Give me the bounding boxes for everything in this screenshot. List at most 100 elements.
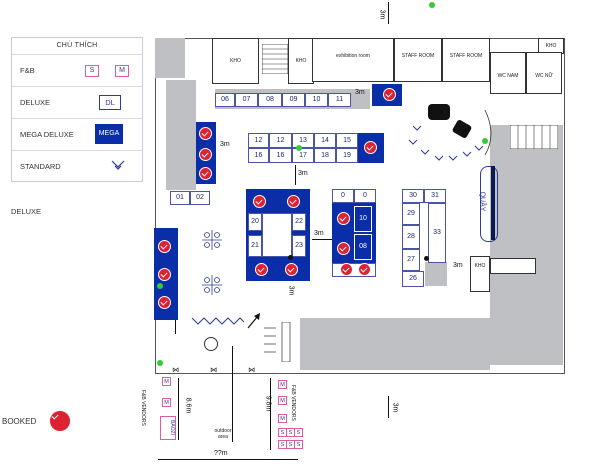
- booked-legend-icon: [48, 409, 72, 433]
- booked-icon: [358, 263, 371, 276]
- fb-stall-m[interactable]: M: [278, 414, 287, 423]
- booked-icon: [340, 263, 353, 276]
- booth-33[interactable]: 33: [428, 203, 446, 263]
- booth-08[interactable]: 08: [258, 93, 282, 107]
- stairs-right-icon: [510, 125, 558, 149]
- legend-row-standard: STANDARD: [12, 150, 142, 182]
- booth-13[interactable]: 13: [292, 133, 314, 148]
- exit-marker-icon: [429, 2, 435, 8]
- fb-stall-s[interactable]: S: [294, 440, 303, 449]
- booth-15[interactable]: 15: [336, 133, 358, 148]
- dim-line-v1: [178, 378, 179, 440]
- booth-12a[interactable]: 12: [248, 133, 269, 148]
- booth-02[interactable]: 02: [190, 191, 210, 205]
- booth-20[interactable]: 20: [248, 213, 262, 231]
- deluxe-side-label: DELUXE: [11, 207, 42, 216]
- dim-line-width: [158, 459, 298, 460]
- dim-lower: 3m: [287, 285, 295, 296]
- wall-left: [166, 80, 196, 190]
- door-marker-icon: ⋈: [210, 367, 217, 374]
- room-staff-2: STAFF ROOM: [442, 38, 490, 82]
- lounge-chevrons-icon: [408, 110, 492, 161]
- legend-deluxe-box: DL: [99, 95, 121, 110]
- fb-stall-m[interactable]: M: [162, 398, 171, 407]
- booked-icon: [253, 195, 266, 208]
- legend-standard-label: STANDARD: [20, 162, 61, 171]
- room-staff-1: STAFF ROOM: [394, 38, 442, 82]
- wall-bottom: [300, 318, 490, 370]
- stairs-icon: [262, 44, 288, 74]
- booth-27[interactable]: 27: [402, 249, 420, 271]
- standard-chevron-icon: [111, 160, 125, 170]
- dim-row: 3m: [355, 89, 365, 96]
- booth-16b[interactable]: 16: [269, 148, 292, 163]
- booth-b-10[interactable]: 10: [354, 206, 372, 232]
- booth-18[interactable]: 18: [314, 148, 336, 163]
- booth-01[interactable]: 01: [170, 191, 190, 205]
- booked-icon: [337, 242, 350, 255]
- booth-b-08[interactable]: 08: [354, 234, 372, 260]
- door-marker-icon: ⋈: [248, 367, 255, 374]
- booth-28[interactable]: 28: [402, 225, 420, 249]
- fb-stall-s[interactable]: S: [294, 428, 303, 437]
- legend-fb-s: S: [85, 65, 99, 77]
- booth-07[interactable]: 07: [235, 93, 258, 107]
- quay-counter: [480, 166, 498, 242]
- booth-19[interactable]: 19: [336, 148, 358, 163]
- fb-vendors-left-label: F&B VENDORS: [140, 390, 146, 426]
- dim-bottom-right: 3m: [391, 402, 399, 413]
- fb-vendors-right-label: F&B VENDORS: [290, 385, 296, 421]
- booth-14[interactable]: 14: [314, 133, 336, 148]
- booth-31[interactable]: 31: [424, 189, 446, 203]
- fb-stall-m[interactable]: M: [162, 377, 171, 386]
- standard-row-icon: [191, 317, 245, 325]
- booth-26[interactable]: 26: [402, 271, 424, 287]
- booth-06[interactable]: 06: [215, 93, 235, 107]
- booked-icon: [199, 167, 212, 180]
- legend-mega-box: MEGA: [95, 124, 123, 144]
- room-kho-2: KHO: [288, 38, 314, 84]
- room-kho-1: KHO: [212, 38, 259, 84]
- exit-marker-icon: [157, 283, 163, 289]
- fb-stall-m[interactable]: M: [278, 380, 287, 389]
- booked-icon: [158, 240, 171, 253]
- wall-right: [490, 125, 563, 365]
- booked-icon: [364, 141, 377, 154]
- booth-17[interactable]: 17: [292, 148, 314, 163]
- seating-icon: [264, 322, 291, 362]
- booth-b-0a[interactable]: 0: [332, 189, 354, 203]
- pillar-icon: [288, 255, 293, 260]
- booth-11[interactable]: 11: [328, 93, 351, 107]
- stairs-small: [490, 258, 536, 274]
- booth-29[interactable]: 29: [402, 203, 420, 225]
- booth-mega-1-center: [262, 213, 292, 257]
- dim-mid2: 3m: [314, 230, 324, 237]
- booked-icon: [285, 263, 298, 276]
- dim-line-mid: [295, 165, 296, 185]
- booth-22[interactable]: 22: [292, 213, 306, 231]
- booth-12b[interactable]: 12: [269, 133, 292, 148]
- legend-mega-label: MEGA DELUXE: [20, 130, 74, 139]
- booked-icon: [255, 263, 268, 276]
- booth-16a[interactable]: 16: [248, 148, 269, 163]
- legend-row-mega: MEGA DELUXE MEGA: [12, 118, 142, 150]
- booth-10[interactable]: 10: [305, 93, 328, 107]
- exit-marker-icon: [482, 138, 488, 144]
- booked-icon: [383, 88, 396, 101]
- fb-stall-m[interactable]: M: [278, 396, 287, 405]
- legend: CHÚ THÍCH F&B S M DELUXE DL MEGA DELUXE …: [11, 37, 143, 182]
- room-kho-4: KHO: [470, 256, 490, 292]
- booth-09[interactable]: 09: [282, 93, 305, 107]
- dim-width: ??m: [214, 450, 228, 457]
- legend-row-fb: F&B S M: [12, 54, 142, 86]
- fb-stall-baozi[interactable]: BAOZI: [160, 416, 176, 440]
- dim-line-bottom-right: [388, 396, 389, 418]
- booth-23[interactable]: 23: [292, 235, 306, 257]
- sofa-icon: [428, 104, 450, 120]
- booth-21[interactable]: 21: [248, 235, 262, 257]
- booth-30[interactable]: 30: [402, 189, 424, 203]
- booth-b-0b[interactable]: 0: [354, 189, 376, 203]
- divider-line: [232, 346, 233, 442]
- booked-icon: [158, 296, 171, 309]
- dim-left: 3m: [220, 141, 230, 148]
